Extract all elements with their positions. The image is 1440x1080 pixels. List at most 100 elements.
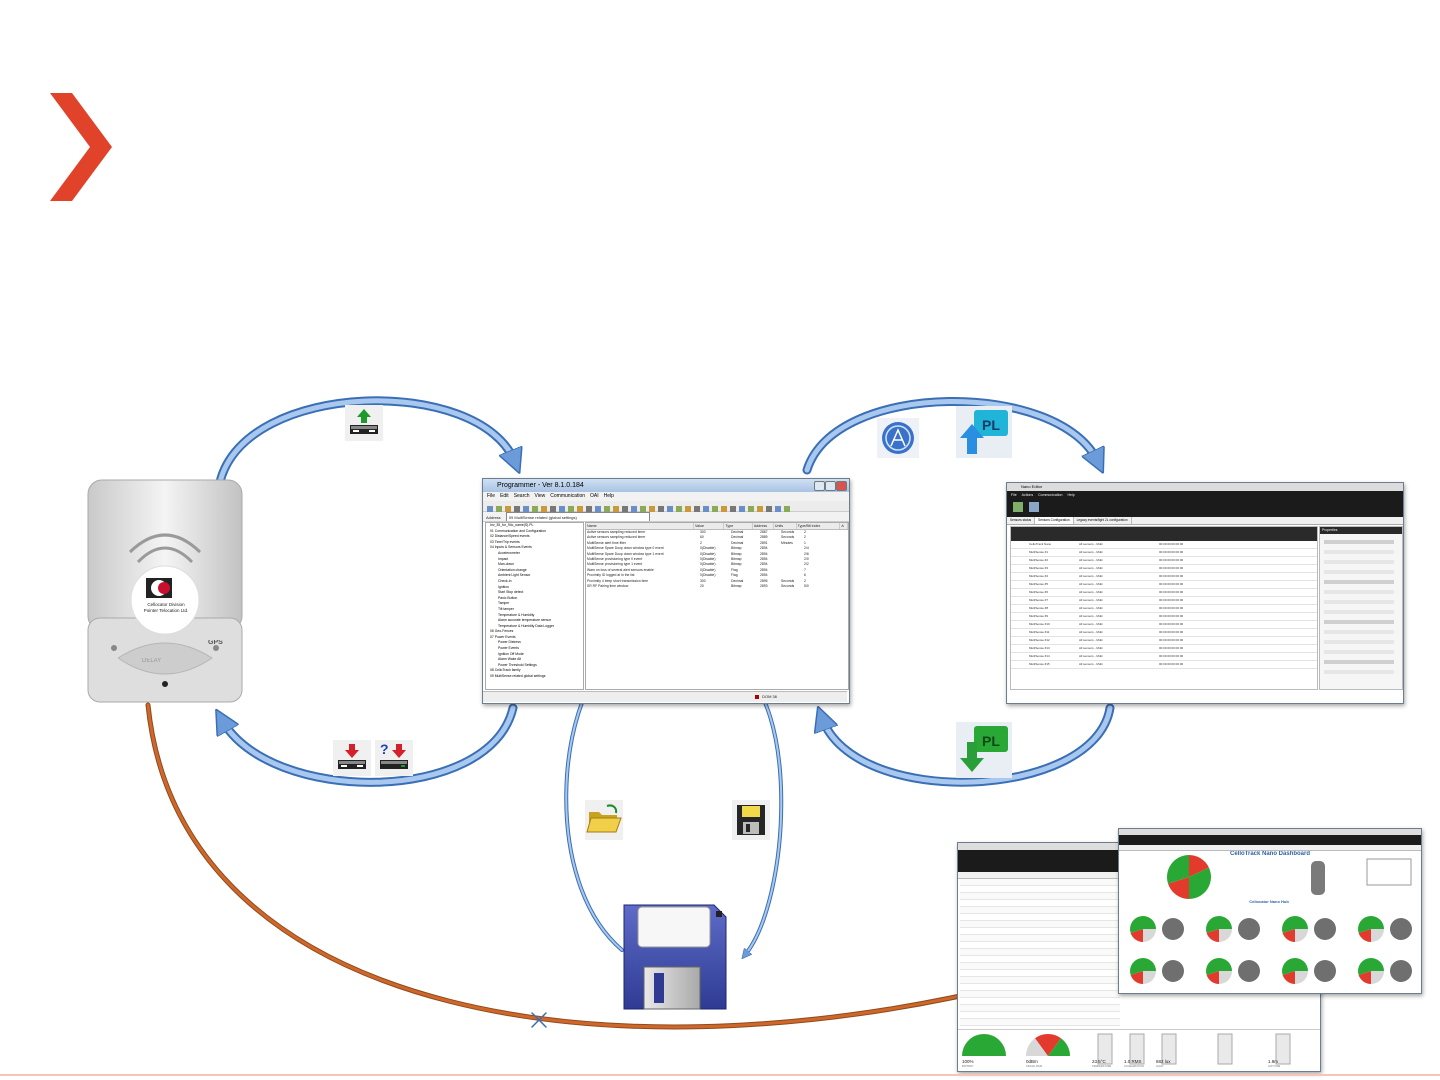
toolbar-button[interactable] — [541, 506, 547, 512]
column-header[interactable]: Address — [753, 523, 774, 529]
toolbar-button[interactable] — [595, 506, 601, 512]
toolbar-button[interactable] — [577, 506, 583, 512]
tree-node[interactable]: Tamper — [498, 601, 510, 606]
tree-node[interactable]: Inv_35_for_94c_name(S).PL — [490, 523, 534, 527]
tree-node[interactable]: Temperature & Humidity Data Logger — [498, 623, 554, 628]
list-item[interactable] — [960, 970, 1120, 977]
menu-item[interactable]: Edit — [500, 493, 509, 499]
toolbar-button[interactable] — [586, 506, 592, 512]
menu-item[interactable]: File — [1011, 493, 1017, 497]
toolbar-button[interactable] — [604, 506, 610, 512]
open-folder-icon[interactable] — [585, 800, 623, 840]
hub-connect-icon[interactable] — [877, 418, 919, 458]
list-item[interactable] — [960, 991, 1120, 998]
tree-node[interactable]: Power Events — [498, 646, 519, 651]
column-header[interactable]: Units — [774, 523, 797, 529]
property-field[interactable] — [1324, 629, 1394, 634]
minimize-button[interactable] — [814, 481, 825, 491]
download-from-device-icon[interactable] — [333, 740, 371, 776]
list-item[interactable] — [960, 1019, 1120, 1026]
toolbar-button[interactable] — [496, 506, 502, 512]
toolbar-button[interactable] — [667, 506, 673, 512]
tree-node[interactable]: 02 Distance/Speed events — [490, 534, 530, 539]
tree-node[interactable]: Check-In — [498, 578, 512, 583]
tree-node[interactable]: Alarm accurate temperature sensor — [498, 618, 552, 623]
toolbar-button[interactable] — [649, 506, 655, 512]
toolbar-button[interactable] — [685, 506, 691, 512]
toolbar-button[interactable] — [721, 506, 727, 512]
column-header[interactable]: Type — [724, 523, 753, 529]
tree-node[interactable]: Ambient Light Sensor — [498, 573, 531, 578]
toolbar-button[interactable] — [640, 506, 646, 512]
tab[interactable]: Sensors status — [1007, 517, 1036, 524]
toolbar-button[interactable] — [712, 506, 718, 512]
menu-item[interactable]: Communication — [550, 493, 586, 499]
property-field[interactable] — [1324, 609, 1394, 614]
menu-item[interactable]: View — [534, 493, 546, 499]
tree-node[interactable]: Impact — [498, 556, 509, 561]
toolbar-button[interactable] — [739, 506, 745, 512]
upload-to-device-icon[interactable] — [345, 405, 383, 441]
tree-node[interactable]: Ignition Off Mode — [498, 651, 524, 656]
query-download-icon[interactable]: ? — [375, 740, 413, 776]
column-header[interactable]: Type/Bit index — [797, 523, 841, 529]
list-item[interactable] — [960, 879, 1120, 886]
property-field[interactable] — [1324, 569, 1394, 574]
column-header[interactable]: A — [840, 523, 848, 529]
close-button[interactable] — [836, 481, 847, 491]
list-item[interactable] — [960, 963, 1120, 970]
toolbar-button[interactable] — [514, 506, 520, 512]
toolbar-button[interactable] — [676, 506, 682, 512]
tree-node[interactable]: 08 CelloTrack family — [490, 668, 521, 673]
column-header[interactable]: Value — [694, 523, 725, 529]
property-field[interactable] — [1324, 669, 1394, 674]
list-item[interactable] — [960, 942, 1120, 949]
toolbar-button[interactable] — [703, 506, 709, 512]
menu-item[interactable]: File — [487, 493, 496, 499]
tree-node[interactable]: Ignition — [498, 584, 509, 589]
menu-item[interactable]: Help — [1067, 493, 1075, 497]
toolbar-button[interactable] — [766, 506, 772, 512]
tree-node[interactable]: 04 Inputs & Sensors Events — [490, 545, 532, 550]
list-item[interactable] — [960, 1005, 1120, 1012]
toolbar-button[interactable] — [748, 506, 754, 512]
download-pl-icon[interactable]: PL — [956, 722, 1012, 778]
toolbar-button[interactable] — [559, 506, 565, 512]
table-row[interactable]: MultiSense Spare Doop down window type 1… — [586, 552, 848, 557]
tree-node[interactable]: 06 Geo-Fences — [490, 629, 514, 634]
tab[interactable]: Legacy events/fight 2L configuration — [1074, 517, 1132, 524]
list-item[interactable] — [960, 949, 1120, 956]
tree-node[interactable]: Alarm Wake Alt — [498, 657, 522, 662]
toolbar-button[interactable] — [487, 506, 493, 512]
list-item[interactable] — [960, 921, 1120, 928]
menu-item[interactable]: Search — [513, 493, 530, 499]
tree-node[interactable]: 03 Time/Trip events — [490, 539, 520, 544]
tree-node[interactable]: Accelerometer — [498, 550, 520, 555]
toolbar-button[interactable] — [631, 506, 637, 512]
property-field[interactable] — [1324, 589, 1394, 594]
toolbar-button[interactable] — [568, 506, 574, 512]
list-item[interactable] — [960, 1026, 1120, 1029]
list-item[interactable] — [960, 984, 1120, 991]
toolbar-button[interactable] — [532, 506, 538, 512]
toolbar-button[interactable] — [613, 506, 619, 512]
